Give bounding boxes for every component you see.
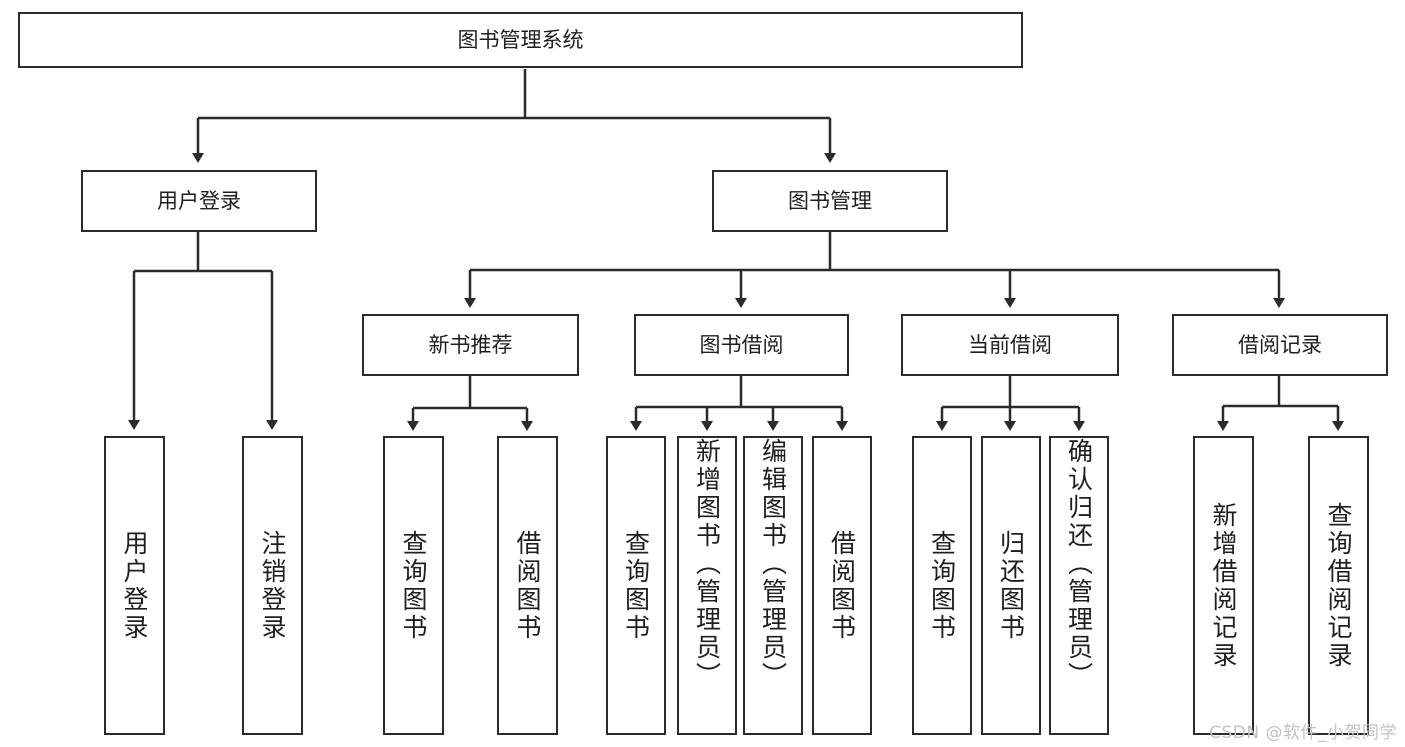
node-leaf-return-book-label: 归还图书 (996, 529, 1026, 642)
node-leaf-query-book-1[interactable]: 查询图书 (383, 436, 444, 735)
node-leaf-add-record[interactable]: 新增借阅记录 (1193, 436, 1254, 735)
node-leaf-user-logout-label: 注销登录 (258, 529, 287, 642)
node-leaf-query-book-2-label: 查询图书 (621, 529, 651, 642)
node-leaf-edit-book[interactable]: 编辑图书（管理员） (743, 436, 803, 735)
node-current-borrow[interactable]: 当前借阅 (901, 314, 1119, 376)
node-leaf-query-record-label: 查询借阅记录 (1324, 501, 1353, 670)
node-leaf-borrow-book-2-label: 借阅图书 (827, 529, 857, 642)
csdn-watermark: CSDN @软件_小贺同学 (1209, 723, 1397, 743)
node-book-management-label: 图书管理 (788, 188, 872, 213)
node-root[interactable]: 图书管理系统 (18, 12, 1023, 68)
node-book-borrow[interactable]: 图书借阅 (634, 314, 849, 376)
node-leaf-borrow-book-1[interactable]: 借阅图书 (497, 436, 558, 735)
node-user-login[interactable]: 用户登录 (81, 170, 317, 232)
node-leaf-confirm-return-label: 确认归还（管理员） (1064, 438, 1094, 690)
node-new-book-recommend-label: 新书推荐 (428, 332, 513, 357)
node-leaf-borrow-book-2[interactable]: 借阅图书 (812, 436, 872, 735)
node-leaf-user-login-label: 用户登录 (120, 529, 149, 642)
node-leaf-add-book[interactable]: 新增图书（管理员） (677, 436, 737, 735)
node-leaf-query-record[interactable]: 查询借阅记录 (1308, 436, 1369, 735)
node-leaf-query-book-2[interactable]: 查询图书 (606, 436, 666, 735)
node-leaf-user-logout[interactable]: 注销登录 (242, 436, 303, 735)
node-borrow-record-label: 借阅记录 (1238, 332, 1322, 357)
node-root-label: 图书管理系统 (457, 27, 584, 52)
node-leaf-add-record-label: 新增借阅记录 (1209, 501, 1238, 670)
node-user-login-label: 用户登录 (157, 188, 241, 213)
node-leaf-edit-book-label: 编辑图书（管理员） (758, 438, 788, 690)
node-leaf-add-book-label: 新增图书（管理员） (692, 438, 722, 690)
node-current-borrow-label: 当前借阅 (968, 332, 1052, 357)
node-new-book-recommend[interactable]: 新书推荐 (362, 314, 579, 376)
node-book-management[interactable]: 图书管理 (712, 170, 948, 232)
node-leaf-user-login[interactable]: 用户登录 (104, 436, 165, 735)
node-borrow-record[interactable]: 借阅记录 (1172, 314, 1388, 376)
node-leaf-borrow-book-1-label: 借阅图书 (513, 529, 542, 642)
node-leaf-return-book[interactable]: 归还图书 (981, 436, 1041, 735)
node-leaf-query-book-1-label: 查询图书 (399, 529, 428, 642)
node-leaf-query-book-3[interactable]: 查询图书 (912, 436, 972, 735)
node-leaf-query-book-3-label: 查询图书 (927, 529, 957, 642)
node-book-borrow-label: 图书借阅 (699, 332, 784, 357)
node-leaf-confirm-return[interactable]: 确认归还（管理员） (1049, 436, 1109, 735)
